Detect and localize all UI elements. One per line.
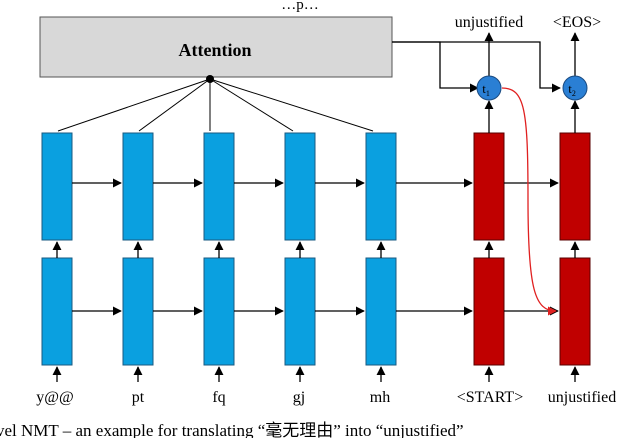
- decoder-lower-block: [473, 257, 505, 366]
- attention-node-t2: t2: [562, 75, 588, 101]
- layer-connection-arrows: [52, 241, 580, 258]
- source-token: y@@: [36, 389, 73, 406]
- decoder-to-attention-arrows: [484, 100, 580, 133]
- top-caption-fragment: …p…: [281, 0, 319, 13]
- encoder-upper-block: [122, 132, 154, 241]
- encoder-lower-block: [284, 257, 316, 366]
- encoder-lower-block: [122, 257, 154, 366]
- source-token: pt: [132, 389, 145, 406]
- source-token-labels: y@@ pt fq gj mh: [36, 389, 390, 406]
- encoder-upper-block: [365, 132, 397, 241]
- encoder-upper-block: [284, 132, 316, 241]
- feedback-arrow: [501, 87, 557, 316]
- source-token: mh: [370, 389, 390, 406]
- t1-subscript: 1: [486, 89, 490, 98]
- input-arrows: [52, 366, 580, 382]
- encoder-upper-block: [203, 132, 235, 241]
- output-arrows: [484, 32, 580, 76]
- encoder-lower-layer: [41, 257, 397, 366]
- attention-input-lines: [57, 78, 374, 132]
- t1-base: t: [482, 81, 486, 96]
- encoder-upper-block: [41, 132, 73, 241]
- attention-box: [39, 16, 393, 78]
- svg-text:t1: t1: [482, 81, 490, 98]
- source-token: gj: [293, 389, 305, 406]
- decoder-upper-block: [473, 132, 505, 241]
- encoder-lower-block: [365, 257, 397, 366]
- decoder-upper-block: [559, 132, 591, 241]
- attention-merge-point: [206, 75, 214, 83]
- source-token: fq: [212, 389, 225, 406]
- figure-caption: vel NMT – an example for translating “毫无…: [0, 421, 464, 438]
- attention-label: Attention: [179, 40, 252, 60]
- decoder-input-label-1: <START>: [457, 389, 523, 406]
- encoder-lower-block: [41, 257, 73, 366]
- encoder-lower-block: [203, 257, 235, 366]
- decoder-layers: [473, 132, 591, 366]
- svg-text:t2: t2: [568, 81, 576, 98]
- attention-node-t1: t1: [476, 75, 502, 101]
- output-label-1: unjustified: [455, 14, 523, 31]
- output-label-2: <EOS>: [553, 14, 601, 31]
- t2-base: t: [568, 81, 572, 96]
- decoder-input-label-2: unjustified: [548, 389, 616, 406]
- t2-subscript: 2: [572, 89, 576, 98]
- attention-output-lines: [392, 41, 561, 93]
- encoder-upper-layer: [41, 132, 397, 241]
- decoder-lower-block: [559, 257, 591, 366]
